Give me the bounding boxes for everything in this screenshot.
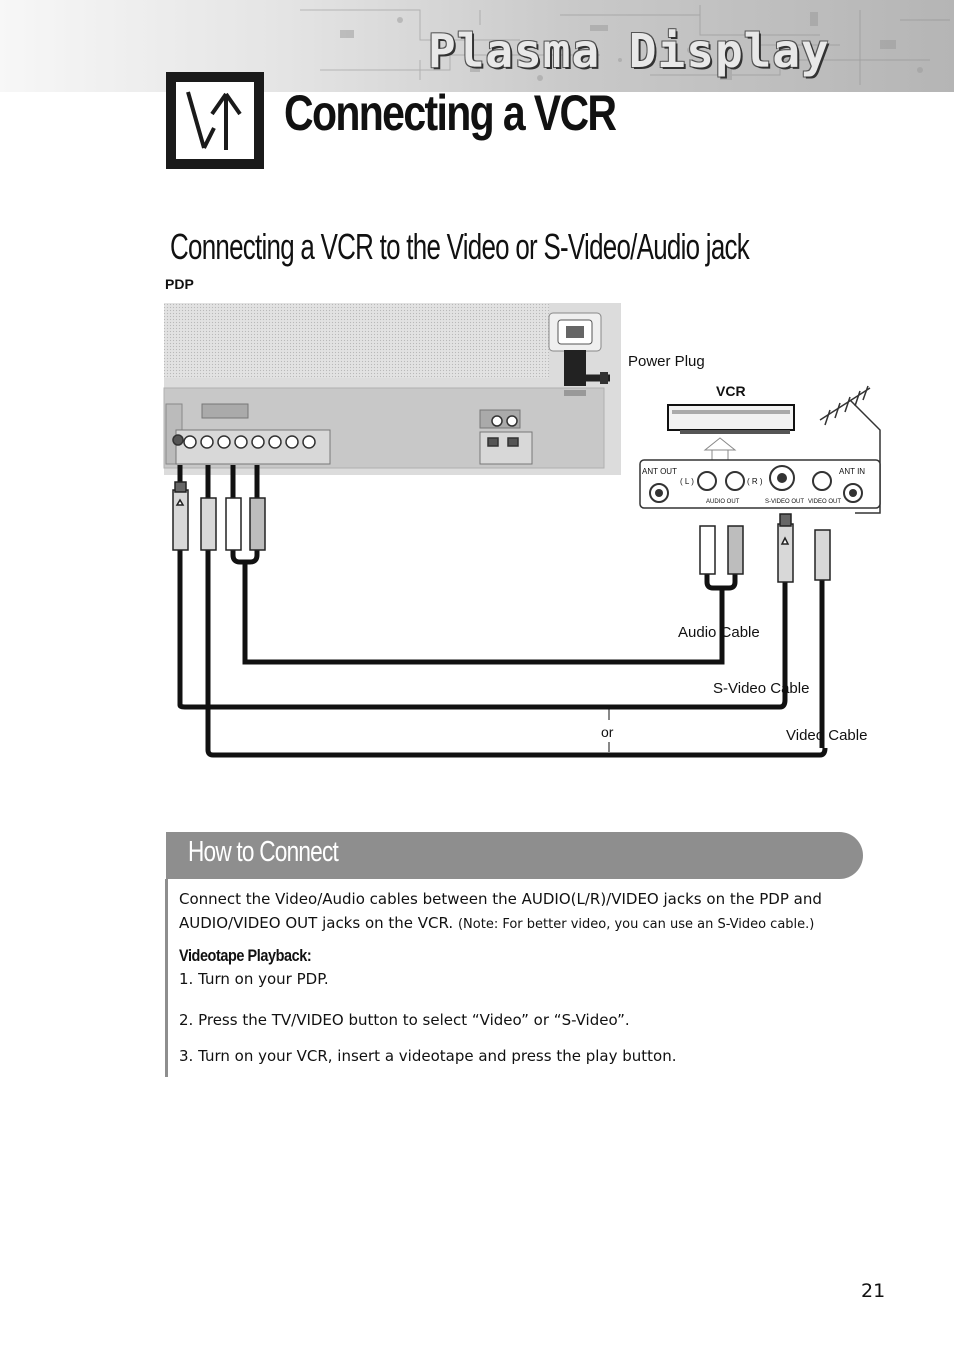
instructions-line-2: AUDIO/VIDEO OUT jacks on the VCR. (Note:…: [179, 911, 839, 937]
step-3: 3. Turn on your VCR, insert a videotape …: [179, 1047, 677, 1065]
or-label: or: [601, 724, 614, 740]
banner-title: Plasma Display: [428, 24, 830, 78]
video-cable-label: Video Cable: [786, 727, 867, 744]
pdp-jacks: [172, 415, 519, 449]
video-out-label: VIDEO OUT: [808, 499, 841, 505]
page-number: 21: [861, 1280, 886, 1302]
note-text: (Note: For better video, you can use an …: [457, 917, 815, 932]
vcr-back-panel: [639, 459, 881, 509]
how-to-connect-header: [166, 832, 863, 879]
page-title: Connecting a VCR: [284, 85, 617, 141]
ant-in-label: ANT IN: [839, 467, 865, 476]
pdp-back-panel: [163, 303, 621, 475]
power-plug: [548, 312, 610, 396]
section-subtitle: Connecting a VCR to the Video or S-Video…: [170, 226, 750, 267]
jack-r-label: ( R ): [747, 477, 763, 486]
connection-diagram: VCR Power Plug Audio Cable S-Video Cable…: [163, 303, 881, 758]
pdp-cables: [177, 465, 828, 758]
vcr-cable-plugs: [699, 513, 831, 583]
step-1: 1. Turn on your PDP.: [179, 970, 329, 988]
circuit-pattern: [300, 5, 950, 85]
step-2: 2. Press the TV/VIDEO button to select “…: [179, 1011, 630, 1029]
section-rule: [165, 879, 168, 1077]
audio-out-label: AUDIO OUT: [706, 499, 740, 505]
instructions-paragraph: Connect the Video/Audio cables between t…: [179, 887, 839, 937]
header-banner: Plasma Display: [0, 0, 954, 92]
ant-out-label: ANT OUT: [642, 467, 677, 476]
vcr-label: VCR: [716, 383, 746, 399]
s-video-out-label: S-VIDEO OUT: [765, 499, 804, 505]
instructions-line-1: Connect the Video/Audio cables between t…: [179, 890, 822, 908]
section-logo: [166, 72, 264, 169]
up-down-arrows-icon: [176, 82, 254, 159]
instructions-line-2-text: AUDIO/VIDEO OUT jacks on the VCR.: [179, 914, 454, 932]
audio-cable-label: Audio Cable: [678, 624, 760, 641]
how-to-connect-title: How to Connect: [188, 836, 339, 868]
vcr-cables: [704, 570, 825, 748]
pdp-label: PDP: [165, 276, 194, 292]
s-video-cable-label: S-Video Cable: [713, 680, 809, 697]
pdp-cable-plugs: [172, 481, 266, 551]
power-plug-label: Power Plug: [628, 353, 705, 370]
vcr-unit: [667, 404, 795, 465]
jack-l-label: ( L ): [680, 477, 694, 486]
playback-heading: Videotape Playback:: [179, 946, 312, 965]
